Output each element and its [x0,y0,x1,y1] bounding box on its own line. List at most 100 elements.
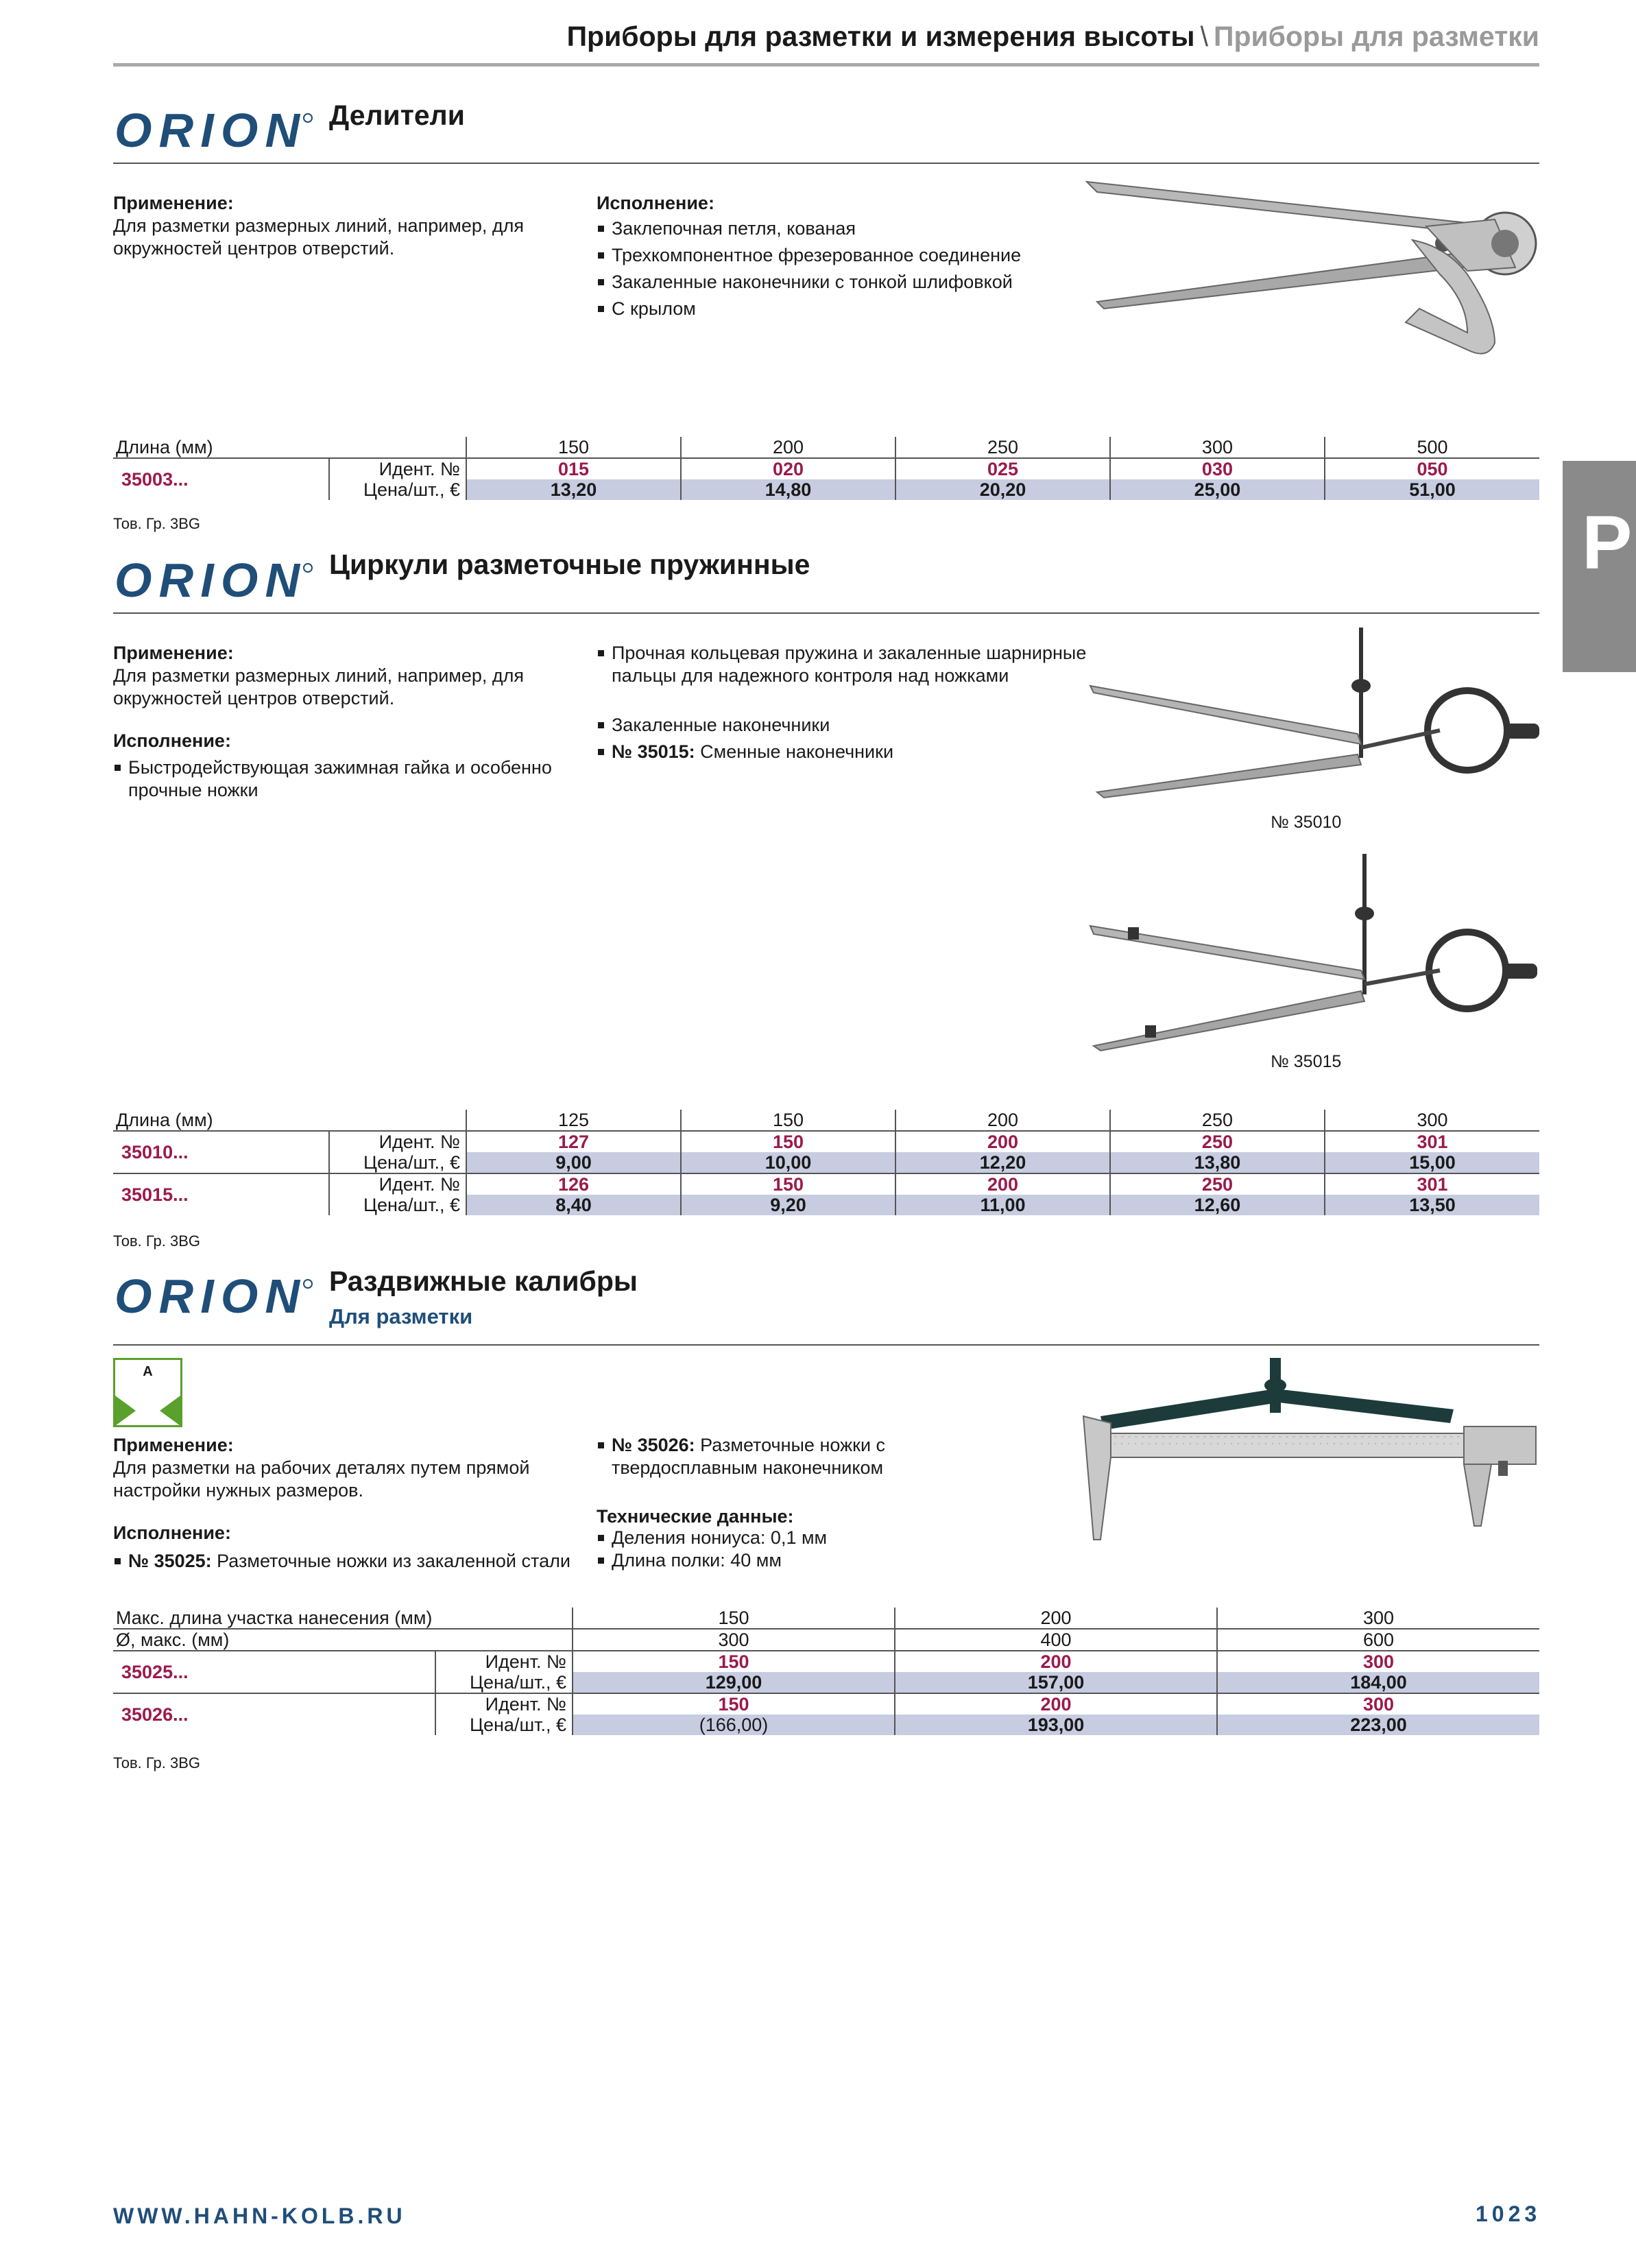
feature-text: Разметочные ножки с твердосплавным након… [612,1435,886,1478]
execution-label: Исполнение: [597,193,714,213]
table-cell-id: 250 [1109,1131,1325,1152]
table-cell-id: 200 [894,1131,1110,1152]
table-cell-id: 015 [466,458,681,479]
id-label: Идент. № [434,1651,573,1672]
table-cell-id: 126 [466,1173,681,1195]
section-divider [113,1344,1539,1346]
feature-bullet: Быстродействующая зажимная гайка и особе… [113,756,594,802]
table-cell-price: 15,00 [1323,1152,1539,1174]
execution-label: Исполнение: [113,730,231,751]
orion-logo: ORION [115,554,313,605]
table-cell-id: 150 [680,1131,895,1152]
price-label: Цена/шт., € [434,1715,573,1735]
table-column-header: 600 [1216,1629,1539,1651]
tech-bullet: Деления нониуса: 0,1 мм [597,1527,827,1549]
table-cell-price: 13,20 [466,479,681,500]
table-column-header: 150 [680,1110,895,1132]
id-label: Идент. № [434,1693,573,1715]
table-cell-price: 9,20 [680,1195,895,1215]
feature-bullet: Закаленные наконечники с тонкой шлифовко… [597,271,1013,294]
section-title: Делители [329,99,465,131]
table-column-header: 200 [894,1608,1217,1630]
table-cell-price: 9,00 [466,1152,681,1174]
section-subtitle: Для разметки [329,1304,473,1328]
section-divider [113,612,1539,614]
feature-text: Сменные наконечники [695,741,894,762]
table-column-header: 150 [572,1608,895,1630]
price-label: Цена/шт., € [328,479,467,500]
article-ref: № 35025: [128,1551,212,1571]
article-code[interactable]: 35015... [121,1184,189,1205]
article-code[interactable]: 35025... [113,1651,435,1694]
website-link[interactable]: WWW.HAHN-KOLB.RU [113,2204,406,2228]
table-cell-price: 12,20 [894,1152,1110,1174]
feature-bullet: Закаленные наконечники [597,714,830,737]
article-code[interactable]: 35010... [113,1131,329,1174]
price-table-calipers: Макс. длина участка нанесения (мм) 150 2… [113,1608,1539,1735]
application-class-badge: A [113,1358,182,1427]
price-table-dividers: Длина (мм) 150 200 250 300 500 35003... … [113,437,1539,500]
compass-35010-image [1089,628,1539,799]
table-column-header: 400 [894,1629,1217,1651]
table-column-header: 500 [1323,437,1539,459]
product-group: Тов. Гр. 3BG [113,1232,201,1250]
table-cell-id: 200 [894,1693,1217,1715]
application-label: Применение: [113,643,234,663]
table-header-label: Ø, макс. (мм) [113,1629,573,1651]
table-column-header: 300 [1216,1608,1539,1630]
table-cell-id: 250 [1109,1173,1325,1195]
page-header: Приборы для разметки и измерения высоты\… [113,15,1539,67]
product-group: Тов. Гр. 3BG [113,515,201,532]
table-cell-id: 301 [1323,1173,1539,1195]
table-cell-price: (166,00) [572,1715,895,1735]
id-label: Идент. № [328,458,467,479]
table-cell-id: 200 [894,1173,1110,1195]
svg-text:ORION: ORION [115,1270,300,1321]
table-column-header: 300 [1323,1110,1539,1132]
price-table-compasses: Длина (мм) 125 150 200 250 300 35010... … [113,1110,1539,1215]
feature-bullet: С крылом [597,298,696,320]
arrow-left-icon [160,1396,180,1426]
feature-bullet: № 35026: Разметочные ножки с твердосплав… [597,1434,1016,1479]
page-number: 1023 [1476,2201,1541,2226]
article-code[interactable]: 35003... [121,469,189,490]
svg-text:ORION: ORION [115,104,300,155]
table-cell-id: 150 [572,1693,895,1715]
section-tab[interactable]: P [1563,461,1636,672]
product-group: Тов. Гр. 3BG [113,1754,201,1771]
badge-letter: A [143,1364,153,1379]
orion-logo: ORION [115,104,313,155]
tech-bullet: Длина полки: 40 мм [597,1549,782,1572]
image-caption: № 35015 [1271,1052,1342,1071]
price-label: Цена/шт., € [328,1152,467,1174]
feature-bullet: Трехкомпонентное фрезерованное соединени… [597,244,1021,267]
table-column-header: 150 [466,437,681,459]
price-label: Цена/шт., € [434,1672,573,1694]
section-title: Раздвижные калибры [329,1265,638,1297]
table-cell-price: 184,00 [1216,1672,1539,1694]
compass-35015-image [1089,854,1537,1052]
table-cell-id: 030 [1109,458,1325,479]
header-category: Приборы для разметки и измерения высоты [566,21,1195,52]
application-text: Для разметки на рабочих деталях путем пр… [113,1457,530,1501]
table-cell-price: 14,80 [680,479,895,500]
table-header-label: Длина (мм) [113,1110,467,1132]
svg-text:ORION: ORION [115,554,300,605]
table-cell-price: 11,00 [894,1195,1110,1215]
header-subcategory: Приборы для разметки [1213,21,1539,52]
application-text: Для разметки размерных линий, например, … [113,215,525,259]
table-column-header: 250 [894,437,1110,459]
feature-text: Разметочные ножки из закаленной стали [211,1551,570,1571]
table-cell-price: 8,40 [466,1195,681,1215]
price-label: Цена/шт., € [328,1195,467,1215]
table-cell-id: 025 [894,458,1110,479]
table-cell-id: 300 [1216,1651,1539,1672]
article-code[interactable]: 35026... [121,1704,189,1725]
table-cell-price: 51,00 [1323,479,1539,500]
application-label: Применение: [113,193,234,213]
feature-bullet: Заклепочная петля, кованая [597,217,856,240]
table-header-label: Макс. длина участка нанесения (мм) [113,1608,573,1630]
table-cell-id: 150 [680,1173,895,1195]
table-cell-price: 13,50 [1323,1195,1539,1215]
header-separator: \ [1200,21,1208,52]
